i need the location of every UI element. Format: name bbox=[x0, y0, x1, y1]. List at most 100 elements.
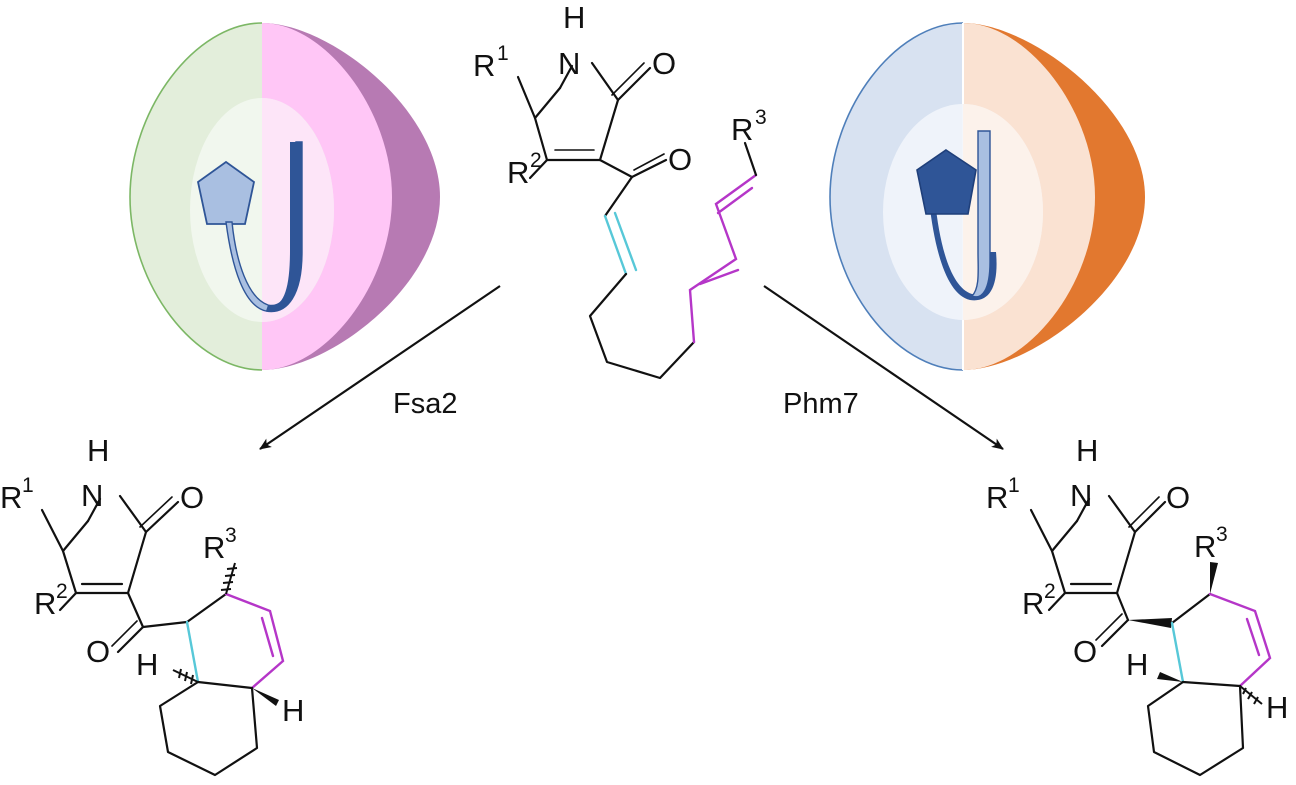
bond bbox=[558, 64, 574, 90]
atom-R: R bbox=[203, 530, 225, 565]
atom-R: R bbox=[473, 48, 495, 83]
bond bbox=[116, 625, 145, 654]
bond bbox=[1029, 508, 1054, 553]
diene-bond bbox=[1245, 617, 1261, 657]
hashed-wedge bbox=[1239, 685, 1263, 705]
bond bbox=[196, 680, 254, 690]
enzyme-label-fsa2: Fsa2 bbox=[393, 388, 457, 420]
superscript: 2 bbox=[530, 149, 542, 172]
bond bbox=[1181, 680, 1242, 688]
bold-wedge bbox=[1157, 672, 1183, 682]
atom-O: O bbox=[1166, 480, 1190, 515]
superscript: 1 bbox=[1008, 474, 1020, 497]
bond bbox=[1133, 500, 1167, 534]
atom-O: O bbox=[1073, 634, 1097, 669]
atom-O: O bbox=[652, 46, 676, 81]
superscript: 1 bbox=[497, 42, 509, 65]
bond bbox=[126, 591, 145, 629]
bold-wedge bbox=[1128, 618, 1172, 628]
bond bbox=[516, 75, 537, 120]
bold-wedge bbox=[252, 688, 279, 706]
bond bbox=[1128, 496, 1160, 528]
bond bbox=[40, 508, 65, 553]
superscript: 2 bbox=[1044, 580, 1056, 603]
diene-bond bbox=[224, 592, 285, 690]
atom-R: R bbox=[986, 480, 1008, 515]
superscript: 1 bbox=[22, 474, 34, 497]
bond bbox=[74, 494, 148, 595]
atom-O: O bbox=[86, 634, 110, 669]
atom-H: H bbox=[1126, 647, 1148, 682]
bond bbox=[1115, 591, 1130, 622]
atom-R: R bbox=[1022, 586, 1044, 621]
atom-R: R bbox=[0, 480, 22, 515]
atom-H: H bbox=[87, 433, 109, 468]
hashed-wedge bbox=[172, 668, 199, 685]
dienophile-bond bbox=[613, 211, 638, 272]
atom-R: R bbox=[34, 586, 56, 621]
enzyme-label-phm7: Phm7 bbox=[783, 388, 859, 420]
pentagon-icon bbox=[916, 149, 977, 215]
bond bbox=[598, 158, 634, 179]
diene-bond bbox=[698, 268, 740, 286]
diene-bond bbox=[716, 186, 754, 215]
product-fsa2-structure: H N O R 1 R 2 O R 3 H H bbox=[0, 433, 304, 777]
bond bbox=[141, 620, 189, 629]
bond bbox=[1047, 591, 1067, 612]
new-bond bbox=[1170, 621, 1185, 684]
atom-O: O bbox=[668, 142, 692, 177]
bond bbox=[528, 158, 549, 180]
tether-chain bbox=[588, 272, 696, 380]
dienophile-bond bbox=[603, 214, 628, 276]
atom-R: R bbox=[507, 155, 529, 190]
bond bbox=[545, 61, 620, 162]
bond bbox=[58, 591, 78, 612]
bond bbox=[1100, 618, 1130, 648]
product-phm7-structure: H N O R 1 R 2 O R 3 H H bbox=[986, 433, 1288, 777]
bond bbox=[1170, 592, 1212, 625]
diene-bond bbox=[260, 616, 275, 658]
bond bbox=[1050, 519, 1079, 595]
diene-bond bbox=[1208, 592, 1272, 688]
enzyme-fsa2-outline bbox=[129, 22, 263, 371]
enzyme-fsa2-illustration bbox=[129, 22, 440, 371]
bond bbox=[86, 497, 102, 523]
bond bbox=[139, 496, 173, 528]
diene-bond bbox=[688, 173, 758, 344]
bond bbox=[1063, 494, 1137, 595]
atom-N: N bbox=[558, 46, 580, 81]
bond bbox=[185, 592, 228, 624]
bond bbox=[158, 680, 259, 777]
arrow-to-left-product bbox=[259, 285, 501, 450]
atom-O: O bbox=[180, 480, 204, 515]
atom-H: H bbox=[1076, 433, 1098, 468]
bond bbox=[111, 620, 138, 647]
hashed-wedge bbox=[220, 562, 238, 595]
atom-N: N bbox=[81, 478, 103, 513]
bond bbox=[144, 500, 180, 534]
bold-wedge bbox=[1210, 562, 1218, 594]
bond bbox=[603, 175, 634, 218]
new-bond bbox=[185, 620, 200, 684]
superscript: 3 bbox=[225, 524, 237, 547]
superscript: 3 bbox=[755, 106, 767, 129]
atom-H: H bbox=[282, 693, 304, 728]
arrow-to-right-product bbox=[763, 285, 1004, 450]
bond bbox=[743, 141, 758, 177]
bond bbox=[1146, 680, 1245, 777]
strand-dark-face bbox=[266, 142, 302, 312]
substrate-structure: H N O R 1 R 2 O R 3 bbox=[473, 0, 767, 380]
bond bbox=[611, 62, 645, 96]
bond bbox=[616, 66, 652, 102]
atom-R: R bbox=[1194, 529, 1216, 564]
enzyme-phm7-outline bbox=[829, 22, 964, 371]
atom-H: H bbox=[1266, 690, 1288, 725]
superscript: 2 bbox=[56, 580, 68, 603]
atom-N: N bbox=[1070, 478, 1092, 513]
bond bbox=[633, 153, 665, 171]
atom-H: H bbox=[563, 0, 585, 35]
bond bbox=[630, 158, 668, 179]
strand-light-face bbox=[970, 130, 991, 298]
bond bbox=[1095, 613, 1123, 641]
